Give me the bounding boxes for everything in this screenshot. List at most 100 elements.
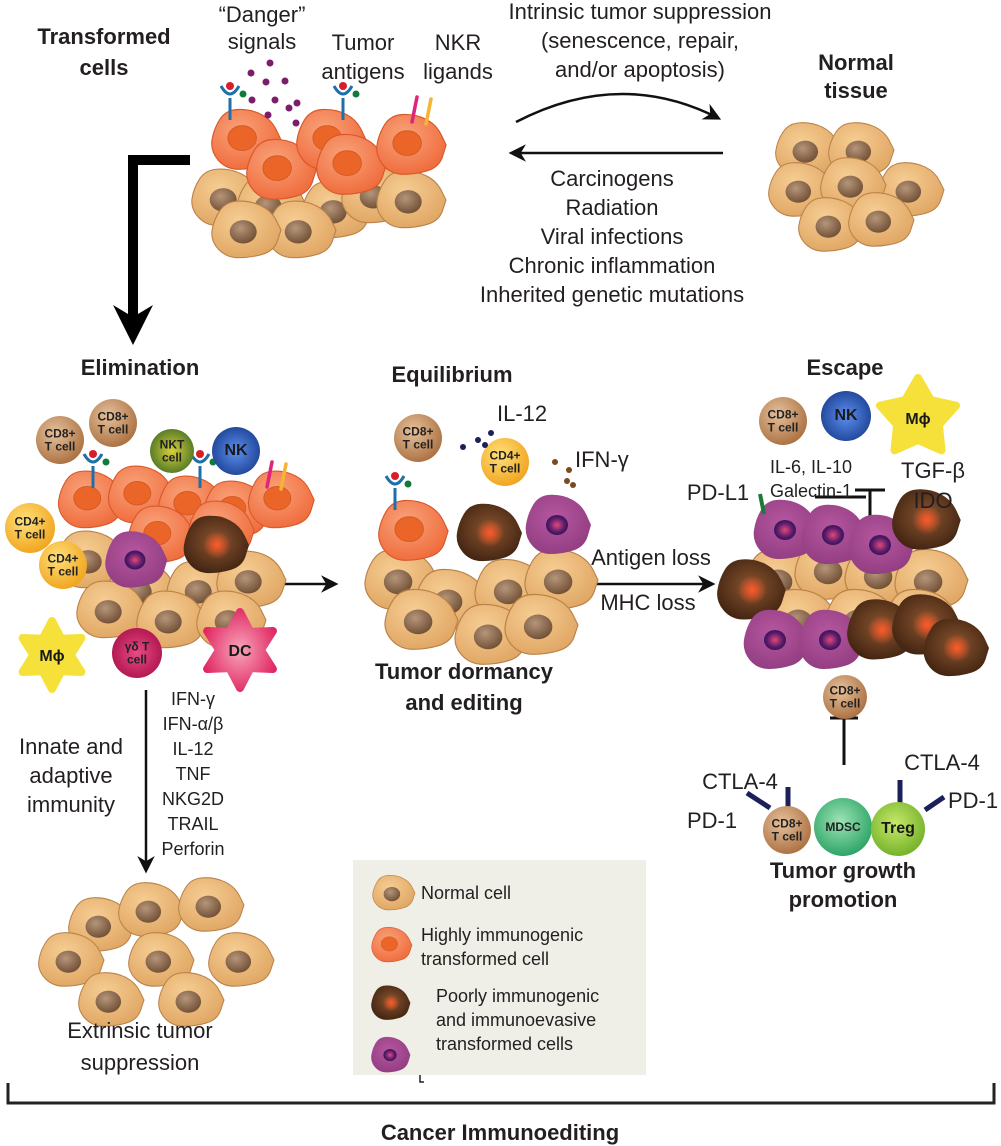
- effector-item: IFN-α/β: [163, 714, 224, 734]
- legend-normal-cell-label: Normal cell: [421, 883, 511, 903]
- evasive-purple-cell: [105, 531, 168, 588]
- immunogenic-cell: [376, 113, 447, 175]
- immunity-label: immunity: [27, 792, 115, 817]
- pd-l1-receptor-icon: [758, 493, 766, 515]
- tumor-growth-caption: Tumor growth: [770, 858, 916, 883]
- nkr-ligands-label: ligands: [423, 59, 493, 84]
- legend-immunogenic-cell-icon: [371, 927, 413, 963]
- cd8-t-cell-equilibrium-label: CD8+: [402, 425, 433, 439]
- effector-item: Perforin: [161, 839, 224, 859]
- nk-cell-elimination-label: NK: [224, 442, 248, 459]
- extrinsic-suppression-label: suppression: [81, 1050, 200, 1075]
- intrinsic-suppression-label: (senescence, repair,: [541, 28, 739, 53]
- legend-evasive-label: Poorly immunogenic: [436, 986, 599, 1006]
- elimination-heading: Elimination: [81, 355, 200, 380]
- macrophage-escape: Mϕ: [876, 374, 960, 455]
- cd8-t-cell-escape-bottom-label: CD8+: [829, 684, 860, 698]
- nk-cell-escape-label: NK: [834, 407, 858, 424]
- il12-dots: [460, 430, 494, 450]
- tumor-dormancy-caption: and editing: [405, 690, 522, 715]
- nk-cell-escape: NK: [821, 391, 871, 441]
- tumor-antigen-receptor-icon: [219, 82, 247, 120]
- tumor-growth-caption: promotion: [789, 887, 898, 912]
- immunity-label: adaptive: [29, 763, 112, 788]
- ifn-gamma-dots: [552, 459, 576, 488]
- cd4-t-cell-elimination-1: CD4+T cell: [5, 503, 55, 553]
- antigen-loss-label: Antigen loss: [591, 545, 711, 570]
- dendritic-cell-label: DC: [228, 643, 252, 660]
- macrophage-escape-label: Mϕ: [905, 411, 930, 428]
- cause-item: Carcinogens: [550, 166, 674, 191]
- intrinsic-suppression-label: and/or apoptosis): [555, 57, 725, 82]
- effector-item: TNF: [176, 764, 211, 784]
- legend-evasive-label: transformed cells: [436, 1034, 573, 1054]
- transformed-cells-heading: cells: [80, 55, 129, 80]
- il12-label: IL-12: [497, 401, 547, 426]
- mhc-loss-label: MHC loss: [600, 590, 695, 615]
- tumor-antigens-label: Tumor: [332, 30, 395, 55]
- ctla4-label-right: CTLA-4: [904, 750, 980, 775]
- dendritic-cell: DC: [203, 608, 277, 692]
- normal-tissue-heading: Normal: [818, 50, 894, 75]
- cause-item: Chronic inflammation: [509, 253, 716, 278]
- cd8-t-cell-elimination-1-label: T cell: [45, 440, 76, 454]
- effector-item: IL-12: [172, 739, 213, 759]
- nkr-ligands-label: NKR: [435, 30, 481, 55]
- tumor-antigen-receptor-icon: [189, 450, 217, 488]
- cd4-t-cell-elimination-2-label: T cell: [48, 565, 79, 579]
- tgf-ido-item: TGF-β: [901, 458, 965, 483]
- cd4-t-cell-equilibrium: CD4+T cell: [481, 438, 529, 486]
- normal-cell: [376, 170, 447, 229]
- legend-purple-cell-icon: [371, 1036, 411, 1073]
- evasive-dark-cell: [717, 559, 786, 620]
- evasive-purple-cell: [798, 609, 864, 669]
- escape-heading: Escape: [806, 355, 883, 380]
- evasive-dark-cell: [183, 515, 249, 574]
- tumor-antigen-receptor-icon: [332, 82, 360, 120]
- cd8-t-cell-elimination-1-label: CD8+: [44, 427, 75, 441]
- suppressed-normal-cell: [208, 932, 275, 987]
- cd8-t-cell-exhausted-label: T cell: [772, 830, 803, 844]
- evasive-purple-cell: [743, 609, 809, 669]
- legend-dark-cell-icon: [371, 985, 411, 1020]
- effector-item: NKG2D: [162, 789, 224, 809]
- suppressed-normal-cell: [38, 932, 105, 987]
- treg-cell: Treg: [871, 802, 925, 856]
- intrinsic-suppression-arrow: [515, 92, 722, 124]
- cd8-t-cell-escape-top-label: CD8+: [767, 408, 798, 422]
- normal-tissue-cell: [798, 197, 865, 252]
- immunosuppressor-item: Galectin-1: [770, 481, 852, 501]
- immunogenic-cell: [378, 499, 449, 561]
- elimination-path-arrow: [113, 155, 190, 345]
- suppressed-normal-cell: [78, 972, 145, 1027]
- extrinsic-suppression-label: Extrinsic tumor: [67, 1018, 212, 1043]
- gamma-delta-t-cell-label: cell: [127, 653, 147, 667]
- tumor-antigen-receptor-icon: [384, 472, 412, 510]
- cd4-t-cell-elimination-2: CD4+T cell: [39, 541, 87, 589]
- normal-cell: [504, 593, 579, 655]
- effector-item: IFN-γ: [171, 689, 215, 709]
- normal-cell: [524, 548, 599, 610]
- effector-item: TRAIL: [167, 814, 218, 834]
- ctla4-label-left: CTLA-4: [702, 769, 778, 794]
- normal-cell: [211, 200, 282, 259]
- tumor-dormancy-caption: Tumor dormancy: [375, 659, 554, 684]
- suppressed-normal-cell: [118, 882, 185, 937]
- mdsc-cell-label: MDSC: [825, 820, 861, 834]
- cd8-t-cell-equilibrium-label: T cell: [403, 438, 434, 452]
- nkt-cell-label: cell: [162, 451, 182, 465]
- nkr-ligand-icon: [265, 460, 288, 491]
- intrinsic-suppression-label: Intrinsic tumor suppression: [509, 0, 772, 24]
- cd8-t-cell-exhausted-label: CD8+: [771, 817, 802, 831]
- cd8-t-cell-elimination-2-label: CD8+: [97, 410, 128, 424]
- cd4-t-cell-equilibrium-label: CD4+: [489, 449, 520, 463]
- cancer-immunoediting-title: Cancer Immunoediting: [381, 1120, 619, 1145]
- cd4-t-cell-elimination-1-label: T cell: [15, 528, 46, 542]
- normal-tissue-cell: [848, 192, 915, 247]
- cd4-t-cell-equilibrium-label: T cell: [490, 462, 521, 476]
- treg-cell-label: Treg: [881, 820, 915, 837]
- normal-cell: [266, 200, 337, 259]
